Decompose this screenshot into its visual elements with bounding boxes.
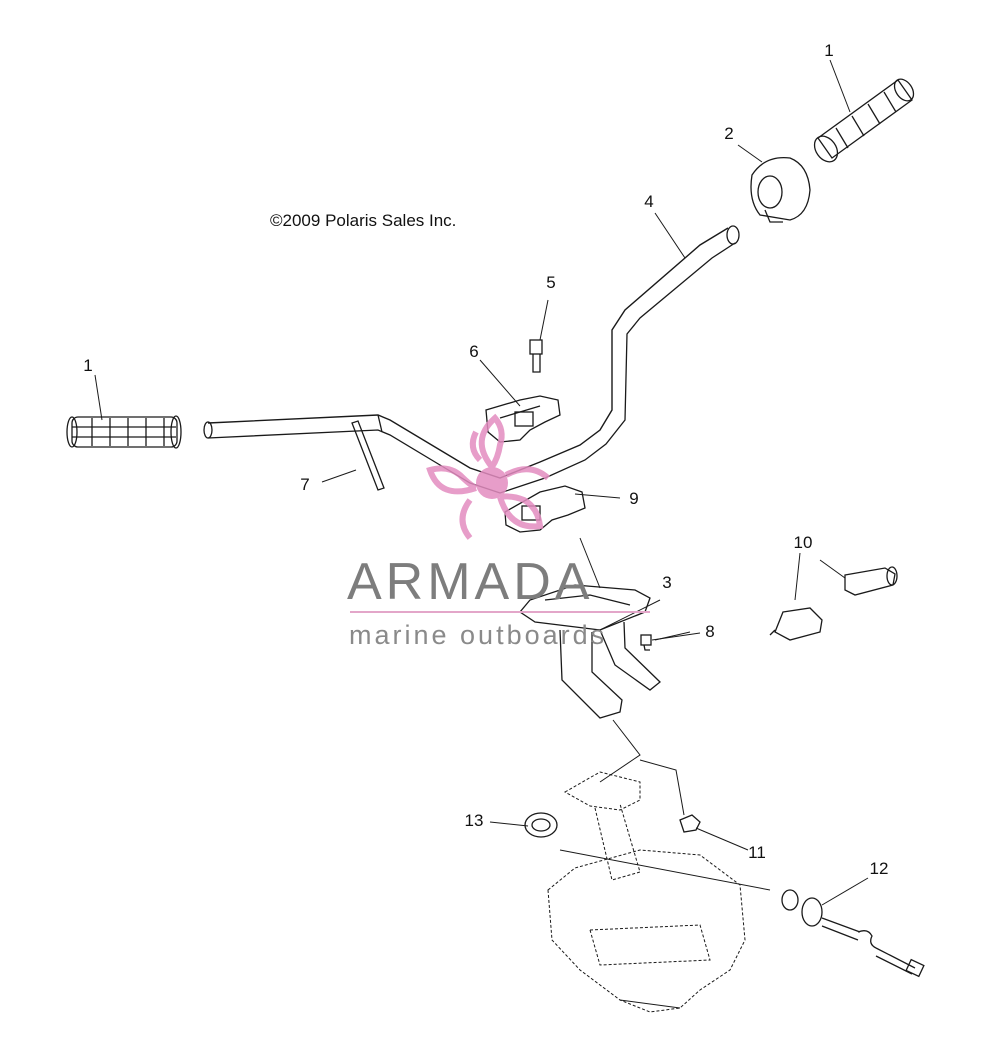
callout-4: 4 [644, 192, 654, 211]
watermark-rule [350, 611, 650, 613]
callout-1-right: 1 [824, 41, 834, 60]
pin [640, 634, 652, 651]
callout-13: 13 [464, 811, 484, 830]
dash-panel [547, 771, 746, 1013]
callout-6: 6 [469, 342, 479, 361]
nut [679, 814, 701, 833]
grommet [524, 812, 558, 838]
switch-assembly [769, 566, 898, 641]
left-grip [66, 415, 182, 449]
callout-leaders [94, 59, 869, 906]
callout-12: 12 [869, 859, 889, 878]
callout-10: 10 [793, 533, 813, 552]
callout-3: 3 [662, 573, 672, 592]
callout-1-left: 1 [83, 356, 93, 375]
copyright-text: ©2009 Polaris Sales Inc. [270, 211, 457, 230]
bolt [529, 339, 543, 373]
right-grip [813, 78, 915, 163]
callout-5: 5 [546, 273, 556, 292]
callout-8: 8 [705, 622, 715, 641]
callout-11: 11 [748, 843, 766, 862]
propeller-icon [426, 413, 550, 540]
cable-tie [351, 420, 385, 491]
upper-clamp [485, 395, 561, 443]
throttle-housing [750, 156, 811, 223]
cable [781, 889, 925, 978]
callout-7: 7 [300, 475, 310, 494]
watermark-brand: ARMADA [347, 553, 594, 611]
callout-2: 2 [724, 124, 734, 143]
callout-9: 9 [629, 489, 639, 508]
watermark-tagline: marine outboards [349, 620, 608, 650]
leader-lines [559, 537, 846, 891]
handlebar [203, 225, 740, 494]
